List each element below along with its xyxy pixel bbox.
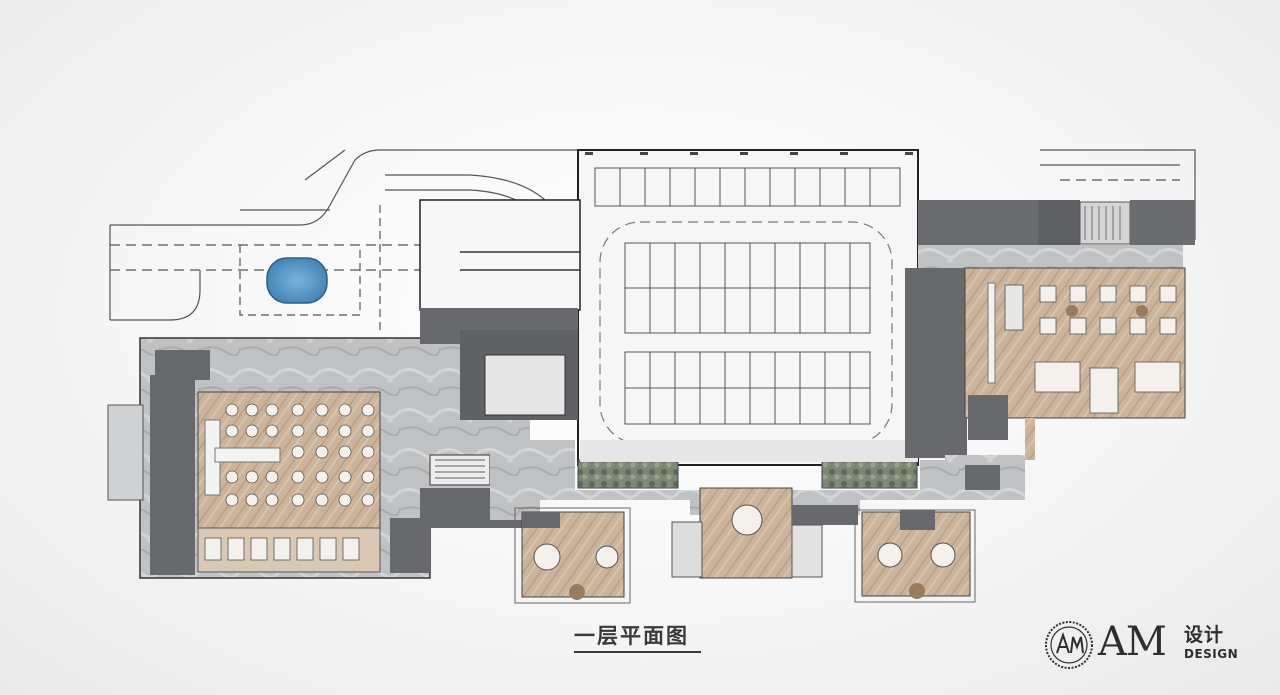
logo-chinese-text: 设计 [1184,624,1225,646]
logo-english-text: DESIGN [1184,647,1239,661]
central-corridor [490,440,945,520]
restaurant-wing [905,200,1195,500]
logo-seal-icon [1045,621,1093,669]
water-feature [266,257,328,304]
dimension-marks [585,152,913,155]
private-dining-rooms [514,487,976,604]
parking-garage [419,149,919,466]
title-underline [574,651,701,653]
brand-logo: AM 设计 DESIGN [1044,614,1244,674]
logo-mark: AM [1098,619,1167,665]
driveway [109,149,1196,330]
plan-title: 一层平面图 [574,624,689,648]
banquet-wing [107,337,530,579]
plan-title-block: 一层平面图 [574,620,704,660]
